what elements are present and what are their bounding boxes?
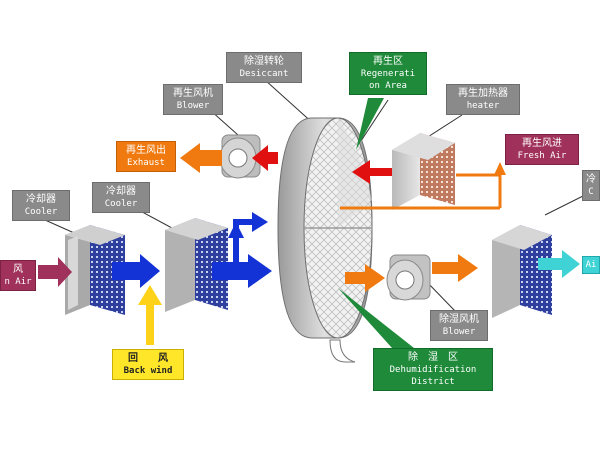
label-outlet-air-en: Ai — [585, 260, 597, 270]
label-heater: 再生加热器 heater — [446, 84, 520, 115]
label-inlet-air: 风 n Air — [0, 260, 36, 291]
label-inlet-air-zh: 风 — [13, 264, 23, 275]
label-back-wind: 回 风 Back wind — [112, 349, 184, 380]
label-dehumid-blower-en: Blower — [442, 327, 476, 337]
label-heater-en: heater — [466, 101, 500, 111]
label-fresh-air: 再生风进 Fresh Air — [505, 134, 579, 165]
label-cooler-right-zh: 冷 — [586, 174, 596, 185]
air-flow-arrows — [38, 143, 580, 345]
label-outlet-air: Ai — [582, 256, 600, 274]
label-desiccant-en: Desiccant — [239, 69, 289, 79]
label-cooler-mid-zh: 冷却器 — [106, 186, 136, 197]
label-regen-area-en1: Regenerati — [360, 69, 416, 79]
label-regen-area-en2: on Area — [369, 81, 407, 91]
label-exhaust: 再生风出 Exhaust — [116, 141, 176, 172]
label-exhaust-zh: 再生风出 — [126, 145, 166, 156]
label-cooler-right-en: C — [588, 187, 594, 197]
cooler-mid-unit — [165, 218, 228, 312]
label-fresh-air-zh: 再生风进 — [522, 138, 562, 149]
label-regen-blower-zh: 再生风机 — [173, 88, 213, 99]
label-cooler-left: 冷却器 Cooler — [12, 190, 70, 221]
label-cooler-mid-en: Cooler — [104, 199, 138, 209]
label-inlet-air-en: n Air — [4, 277, 32, 287]
label-regen-blower-en: Blower — [176, 101, 210, 111]
label-regeneration-area: 再生区 Regenerati on Area — [349, 52, 427, 95]
label-cooler-mid: 冷却器 Cooler — [92, 182, 150, 213]
desiccant-wheel — [277, 117, 373, 363]
label-dehumid-blower: 除湿风机 Blower — [430, 310, 488, 341]
cooler-right-unit — [492, 225, 552, 318]
cooler-left-unit — [65, 225, 125, 315]
label-dehumid-district-zh: 除 湿 区 — [408, 352, 458, 363]
label-back-wind-en: Back wind — [123, 366, 173, 376]
heater-unit — [392, 133, 455, 210]
label-heater-zh: 再生加热器 — [458, 88, 508, 99]
label-dehumid-blower-zh: 除湿风机 — [439, 314, 479, 325]
label-desiccant: 除湿转轮 Desiccant — [226, 52, 302, 83]
label-dehumid-district-en1: Dehumidification — [389, 365, 477, 375]
label-cooler-left-en: Cooler — [24, 207, 58, 217]
label-cooler-right: 冷 C — [582, 170, 600, 201]
label-exhaust-en: Exhaust — [127, 158, 165, 168]
label-dehumid-district: 除 湿 区 Dehumidification District — [373, 348, 493, 391]
label-cooler-left-zh: 冷却器 — [26, 194, 56, 205]
label-desiccant-zh: 除湿转轮 — [244, 56, 284, 67]
label-regen-blower: 再生风机 Blower — [163, 84, 223, 115]
label-regen-area-zh: 再生区 — [373, 56, 403, 67]
label-dehumid-district-en2: District — [411, 377, 455, 387]
dehumid-blower-unit — [386, 254, 431, 301]
label-back-wind-zh: 回 风 — [128, 353, 168, 364]
label-fresh-air-en: Fresh Air — [517, 151, 567, 161]
